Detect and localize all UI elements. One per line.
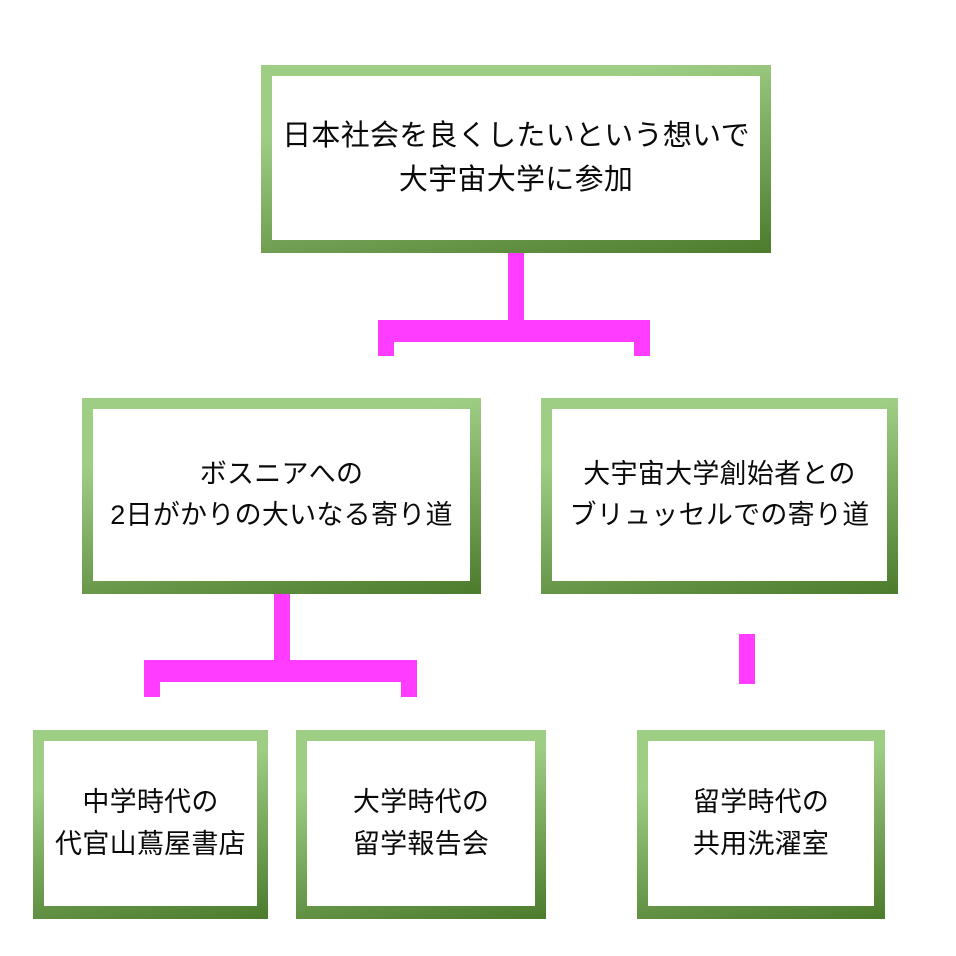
connector-drop-daikanyama xyxy=(144,660,160,697)
node-brussels[interactable]: 大宇宙大学創始者との ブリュッセルでの寄り道 xyxy=(541,398,898,594)
connector-brussels-stem xyxy=(739,634,755,684)
connector-root-stem xyxy=(508,253,524,320)
connector-drop-brussels xyxy=(634,320,650,356)
connector-level3-bus xyxy=(144,660,417,682)
connector-drop-report xyxy=(401,660,417,697)
connector-level2-bus xyxy=(378,320,650,342)
node-laundry[interactable]: 留学時代の 共用洗濯室 xyxy=(637,730,885,919)
node-root[interactable]: 日本社会を良くしたいという想いで 大宇宙大学に参加 xyxy=(261,65,771,253)
node-report-label: 大学時代の 留学報告会 xyxy=(307,741,535,906)
connector-drop-bosnia xyxy=(378,320,394,356)
node-daikanyama[interactable]: 中学時代の 代官山蔦屋書店 xyxy=(33,730,268,919)
node-report[interactable]: 大学時代の 留学報告会 xyxy=(296,730,546,919)
node-brussels-label: 大宇宙大学創始者との ブリュッセルでの寄り道 xyxy=(552,409,887,581)
node-bosnia-label: ボスニアへの 2日がかりの大いなる寄り道 xyxy=(93,409,470,581)
node-laundry-label: 留学時代の 共用洗濯室 xyxy=(648,741,874,906)
connector-bosnia-stem xyxy=(274,594,290,660)
node-root-label: 日本社会を良くしたいという想いで 大宇宙大学に参加 xyxy=(272,76,760,240)
node-bosnia[interactable]: ボスニアへの 2日がかりの大いなる寄り道 xyxy=(82,398,481,594)
node-daikanyama-label: 中学時代の 代官山蔦屋書店 xyxy=(44,741,257,906)
